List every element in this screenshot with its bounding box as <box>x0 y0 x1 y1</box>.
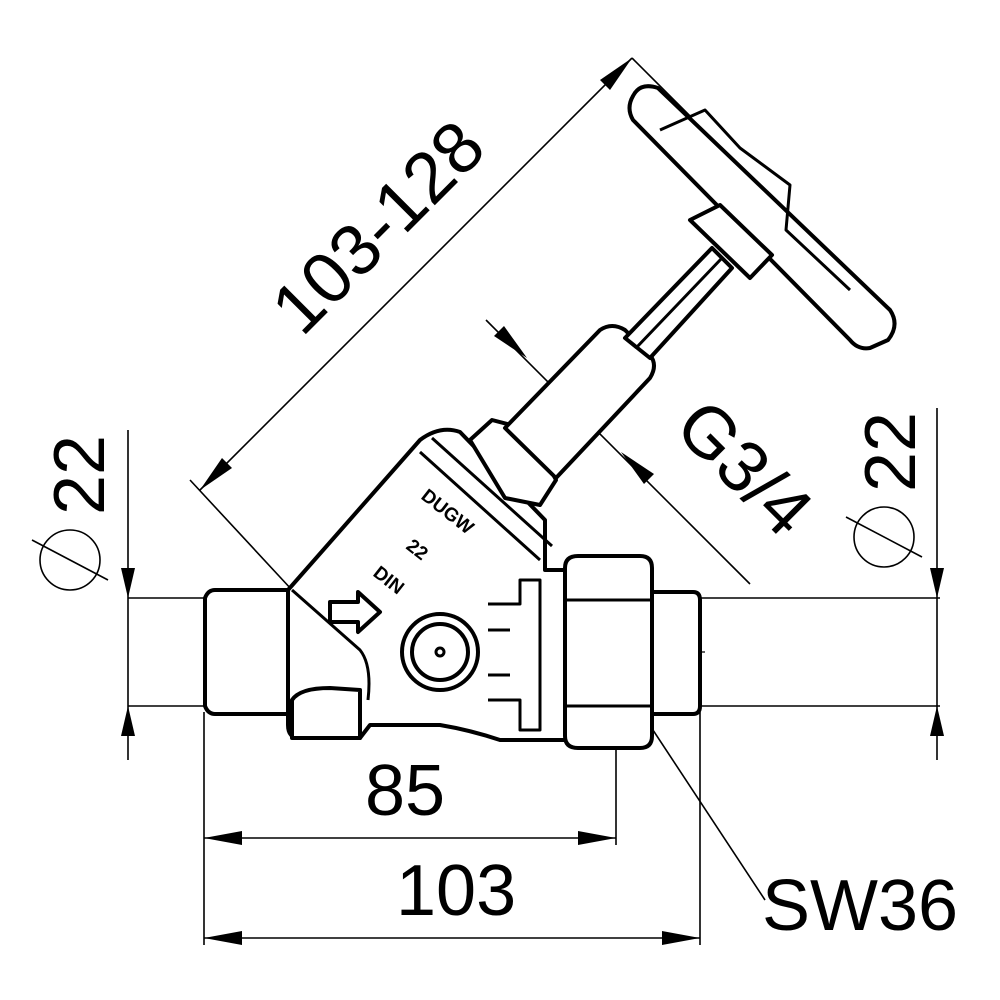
dim-line-stem-length <box>199 57 633 491</box>
arrow-stem-top <box>600 58 632 90</box>
label-diameter-left: 22 <box>40 435 120 515</box>
ext-line-stem-top <box>631 57 691 117</box>
diameter-symbol-left <box>39 529 101 591</box>
spindle-shaft-line <box>634 256 724 350</box>
label-diameter-right: 22 <box>851 412 931 492</box>
drain-boss <box>290 686 362 740</box>
label-overall-length: 103 <box>396 851 516 931</box>
arrow-diameter-left-top <box>121 568 135 598</box>
label-port-length: 85 <box>365 751 445 831</box>
left-pipe-socket <box>203 588 290 716</box>
arrow-stem-bottom <box>200 458 232 490</box>
diameter-symbol-left-slash <box>31 539 109 581</box>
ext-line-stem-bottom <box>189 479 293 591</box>
arrow-thread-top <box>494 326 527 358</box>
arrow-thread-bottom <box>621 452 654 484</box>
arrow-103-right <box>662 931 700 945</box>
arrow-85-right <box>578 831 616 845</box>
flow-direction-arrow-icon <box>328 590 382 634</box>
diameter-symbol-right-slash <box>845 516 923 558</box>
diameter-symbol-right <box>853 506 915 568</box>
body-contour <box>291 588 371 701</box>
valve-body-group <box>203 84 897 750</box>
handwheel-rim-line <box>659 108 852 292</box>
label-stem-length: 103-128 <box>257 106 500 349</box>
bonnet-ring-1 <box>430 436 554 548</box>
arrow-diameter-right-bottom <box>930 706 944 736</box>
coupling-clip-ribs <box>488 628 510 677</box>
dim-line-thread <box>485 319 751 585</box>
measuring-port-inner <box>410 622 470 682</box>
bonnet-ring-2 <box>418 450 542 562</box>
arrow-85-left <box>204 831 242 845</box>
label-thread: G3/4 <box>661 385 828 552</box>
arrow-diameter-left-bottom <box>121 706 135 736</box>
arrow-diameter-right-top <box>930 568 944 598</box>
handwheel <box>627 84 897 351</box>
measuring-port-center <box>434 646 446 658</box>
right-pipe-end <box>638 590 702 716</box>
handwheel-hub <box>688 203 774 280</box>
arrow-103-left <box>204 931 242 945</box>
label-wrench-size: SW36 <box>762 866 958 946</box>
union-nut-sw36 <box>563 554 654 750</box>
coupling-clip <box>488 578 542 732</box>
